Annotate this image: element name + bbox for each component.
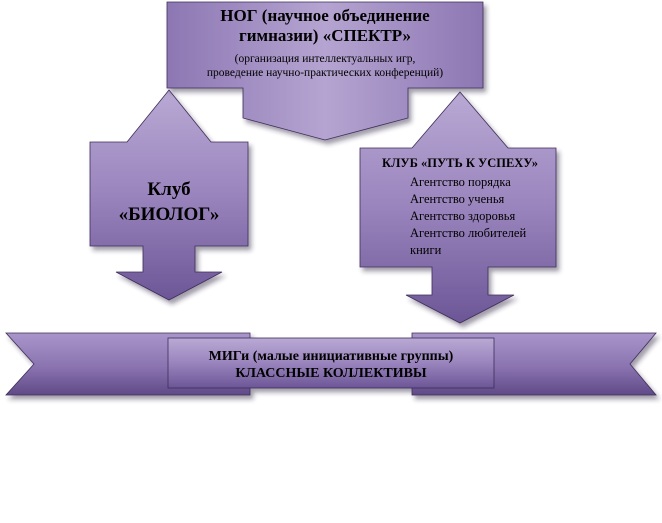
agency-item-study: Агентство ученья [410,191,505,206]
uspeh-arrow-shape [359,91,557,324]
nog-subtitle-line2: проведение научно-практических конференц… [206,67,444,80]
migi-line1: МИГи (малые инициативные группы) [208,349,454,364]
nog-subtitle-line1: (организация интеллектуальных игр, [234,53,416,65]
migi-label: МИГи (малые инициативные группы) КЛАССНЫ… [168,349,494,383]
nog-arrow-shape [166,1,484,141]
migi-line2: КЛАССНЫЕ КОЛЛЕКТИВЫ [235,365,427,381]
biolog-arrow-shape [89,89,249,301]
ribbon-center-panel [167,337,495,389]
agency-item-books: Агентство любителей книги [410,225,527,257]
biolog-line1: Клуб [147,179,191,200]
uspeh-agency-list: Агентство порядка Агентство ученья Агент… [410,174,560,258]
uspeh-title: КЛУБ «ПУТЬ К УСПЕХУ» [382,156,538,170]
nog-title-line2: гимназии) «СПЕКТР» [238,25,412,45]
biolog-label: Клуб «БИОЛОГ» [92,178,246,227]
uspeh-double-arrow [359,91,557,324]
nog-title-line1: НОГ (научное объединение [220,6,430,25]
nog-subtitle: (организация интеллектуальных игр, прове… [168,52,482,81]
biolog-line2: «БИОЛОГ» [118,203,220,225]
biolog-double-arrow [89,89,249,301]
agency-item-order: Агентство порядка [410,175,511,189]
nog-box-arrow [166,1,484,141]
agency-item-health: Агентство здоровья [410,208,516,223]
nog-title: НОГ (научное объединение гимназии) «СПЕК… [168,6,482,45]
bottom-ribbon [5,332,657,396]
